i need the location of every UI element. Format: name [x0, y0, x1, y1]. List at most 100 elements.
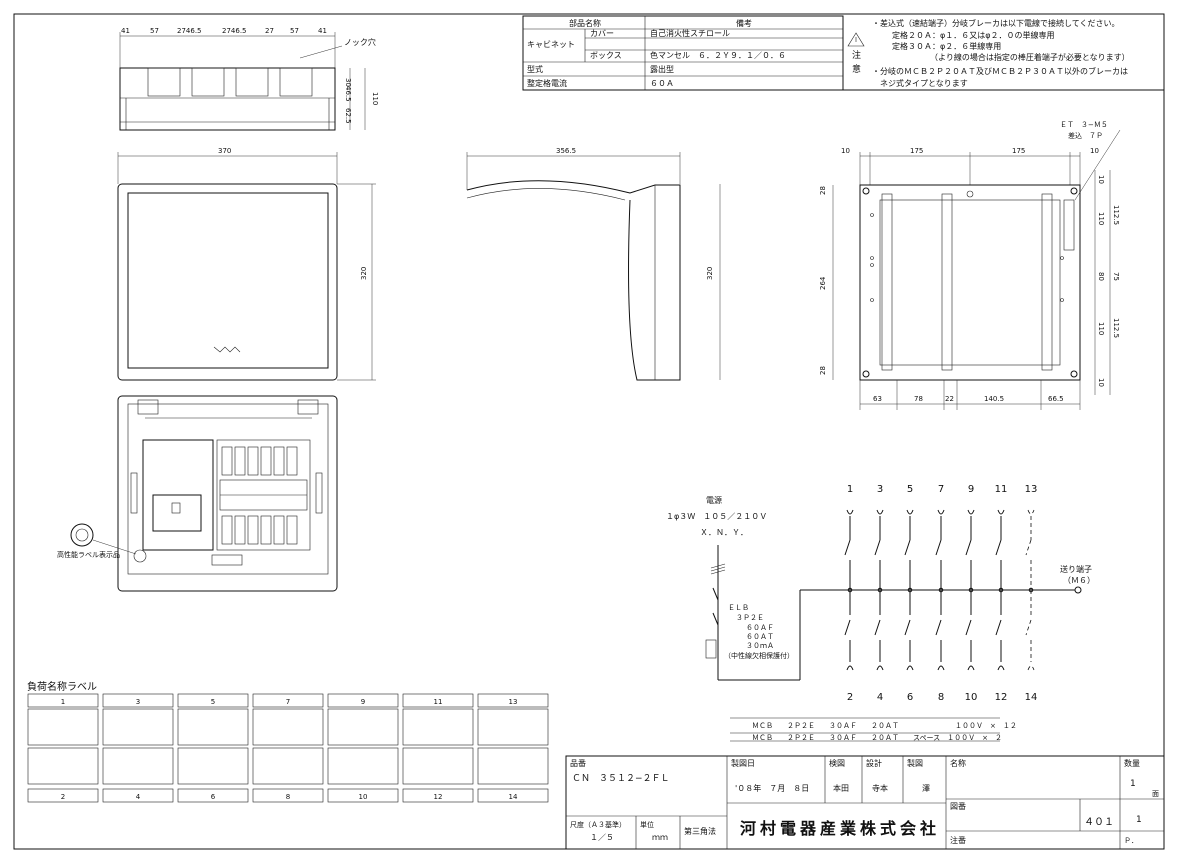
- rear-left-dim-2: 28: [819, 366, 827, 375]
- checker: 本田: [833, 783, 849, 793]
- branch-bottom-number: 10: [965, 692, 978, 703]
- spec-box-value: 色マンセル ６．２Ｙ９．１／０．６: [650, 50, 786, 60]
- elb-line-3: ６０ＡＴ: [746, 633, 774, 641]
- rear-right-dim-4: 80: [1097, 272, 1105, 281]
- rear-left-dim-1: 264: [819, 276, 827, 290]
- terminal-icon: [997, 665, 1005, 671]
- terminal-icon: [846, 665, 854, 671]
- load-label-title: 負荷名称ラベル: [27, 680, 97, 693]
- terminal-icon: [967, 509, 975, 515]
- terminal-icon: [876, 665, 884, 671]
- top-dim-4: 27: [265, 27, 274, 35]
- caution-line-6: ネジ式タイプとなります: [880, 78, 968, 88]
- logo-mark-icon: [213, 346, 241, 353]
- rear-right-dim-3: 75: [1112, 272, 1120, 281]
- drawn-date: '０８年 ７月 ８日: [735, 783, 809, 793]
- main-breaker: [152, 494, 202, 532]
- projection: 第三角法: [684, 826, 716, 836]
- label-bottom-cell: [177, 788, 249, 803]
- label-top-cell: [102, 693, 174, 708]
- drawing-no: ４０１: [1084, 817, 1114, 828]
- product-no-label: 品番: [570, 758, 586, 768]
- scale-label: 尺度（Ａ３基準）: [570, 820, 626, 829]
- label-bottom-cell: [327, 788, 399, 803]
- rear-left-dim-0: 28: [819, 186, 827, 195]
- mcb-line-2: ＭＣＢ ２Ｐ２Ｅ ３０ＡＦ ２０ＡＴ スペース １００Ｖ × ２: [752, 734, 1002, 742]
- breaker-switch-icon: [935, 619, 942, 636]
- spec-type-label: 型式: [527, 64, 543, 74]
- side-width-dim: 356.5: [556, 147, 576, 155]
- breaker-switch-icon: [995, 539, 1002, 556]
- terminal-label-2: 差込 ７Ｐ: [1068, 131, 1103, 140]
- spec-cover-value: 自己消火性スチロール: [650, 28, 730, 38]
- terminal-icon: [1027, 665, 1035, 671]
- qty: 1: [1130, 779, 1136, 789]
- breaker-switch-icon: [844, 539, 851, 556]
- source-spec: １φ３Ｗ １０５／２１０Ｖ: [666, 512, 767, 521]
- top-dim-0: 41: [121, 27, 130, 35]
- spec-type-value: 露出型: [650, 64, 674, 74]
- label-top-cell: [252, 693, 324, 708]
- unit-label: 単位: [640, 820, 654, 829]
- side-dim-3: 62.5: [344, 108, 352, 124]
- interior-view: 高性能ラベル表示品: [57, 395, 338, 592]
- label-bottom-number: 4: [136, 793, 141, 801]
- side-height-dim: 320: [706, 267, 714, 280]
- branch-top-number: 1: [847, 484, 853, 495]
- spec-box: ボックス: [590, 51, 622, 60]
- label-box: [402, 708, 474, 746]
- label-box: [252, 708, 324, 746]
- label-bottom-number: 10: [359, 793, 368, 801]
- label-top-cell: [327, 693, 399, 708]
- qty-label: 数量: [1124, 758, 1140, 768]
- rear-bottom-dim-3: 140.5: [984, 395, 1004, 403]
- top-dim-3: 2746.5: [222, 27, 247, 35]
- caution-line-5: ・分岐のＭＣＢ２Ｐ２０ＡＴ及びＭＣＢ２Ｐ３０ＡＴ以外のブレーカは: [872, 66, 1128, 76]
- label-box: [477, 708, 549, 746]
- label-box: [327, 747, 399, 785]
- breaker-switch-icon: [874, 619, 881, 636]
- rear-top-dim-0: 10: [841, 147, 850, 155]
- elb-line-2: ６０ＡＦ: [746, 624, 774, 632]
- design-label: 設計: [866, 758, 882, 768]
- label-note: 高性能ラベル表示品: [57, 550, 120, 559]
- drafter: 澤: [922, 783, 930, 793]
- side-view: 356.5 320: [466, 147, 721, 381]
- note-label: 注番: [950, 835, 966, 845]
- breaker-switch-icon: [874, 539, 881, 556]
- top-dim-2: 2746.5: [177, 27, 202, 35]
- breaker-row-top: [221, 446, 298, 476]
- breaker-switch-icon: [965, 539, 972, 556]
- label-top-number: 11: [434, 698, 443, 706]
- label-box: [27, 708, 99, 746]
- front-height-dim: 320: [360, 267, 368, 280]
- branch-top-number: 11: [995, 484, 1008, 495]
- label-box: [102, 747, 174, 785]
- label-box: [252, 747, 324, 785]
- label-top-number: 13: [509, 698, 518, 706]
- source-wires: Ｘ．Ｎ．Ｙ．: [700, 528, 748, 537]
- check-label: 検図: [829, 758, 845, 768]
- label-top-number: 5: [211, 698, 215, 706]
- high-performance-label-icon: [70, 523, 94, 547]
- caution-note: 注 意 ・差込式（速結端子）分岐ブレーカは以下電線で接続してください。 定格２０…: [842, 16, 1164, 91]
- unit: ｍｍ: [652, 833, 668, 842]
- branch-bottom-number: 4: [877, 692, 883, 703]
- terminal-label-1: ＥＴ ３−Ｍ５: [1060, 121, 1108, 129]
- label-bottom-cell: [252, 788, 324, 803]
- rear-right-dim-7: 10: [1097, 378, 1105, 387]
- label-box: [27, 747, 99, 785]
- knock-label: ノック穴: [344, 37, 376, 47]
- label-box: [402, 747, 474, 785]
- side-dim-2: 110: [371, 92, 379, 105]
- label-top-number: 7: [286, 698, 290, 706]
- side-dim-0: 30: [344, 78, 352, 87]
- branch-top-number: 7: [938, 484, 944, 495]
- rear-right-dim-6: 112.5: [1112, 318, 1120, 338]
- rear-bottom-dim-4: 66.5: [1048, 395, 1064, 403]
- label-box: [102, 708, 174, 746]
- terminal-icon: [967, 665, 975, 671]
- label-bottom-cell: [477, 788, 549, 803]
